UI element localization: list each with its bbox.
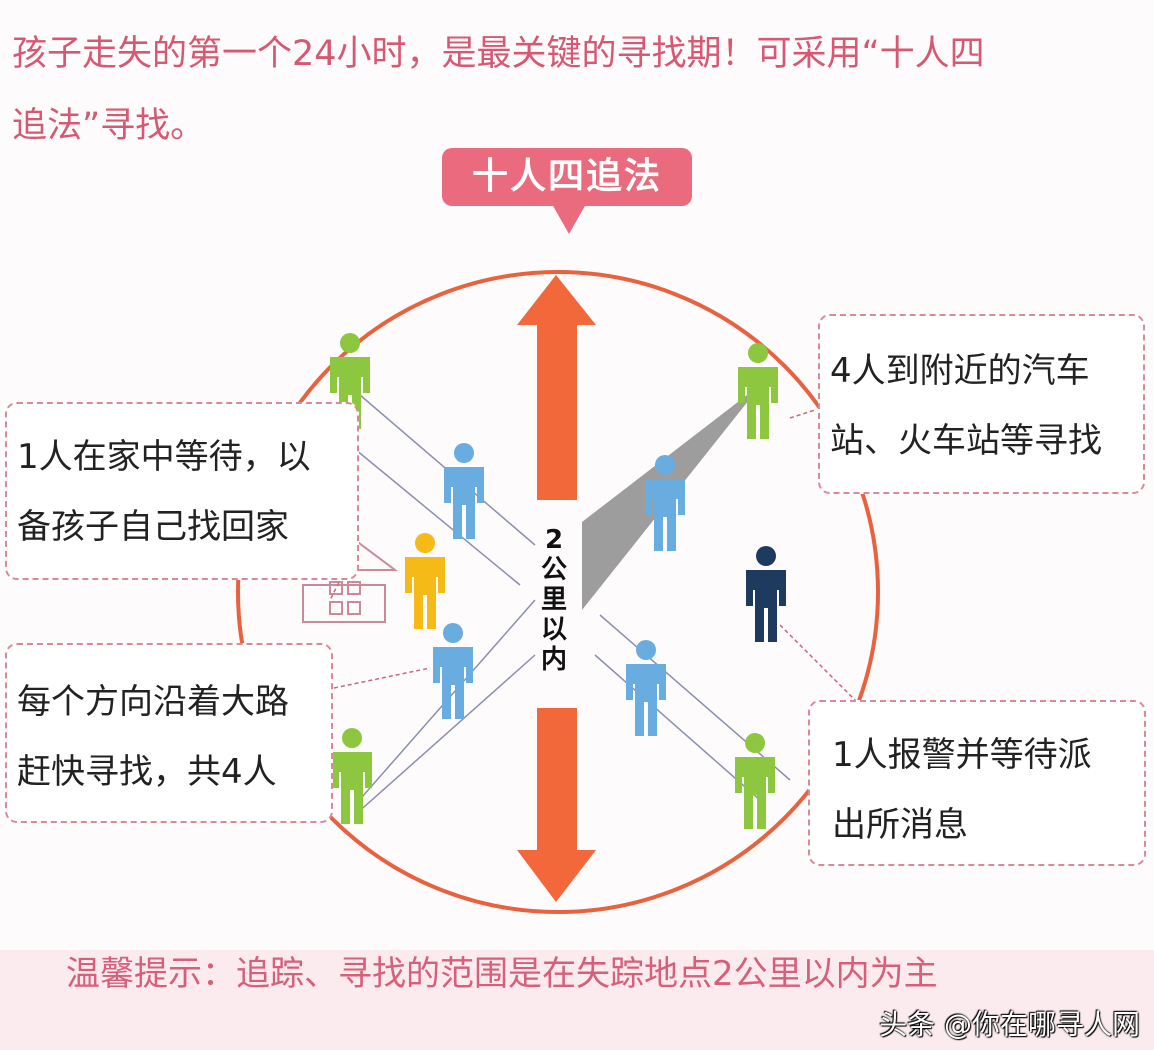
person-blue-lower-right xyxy=(626,640,666,736)
callout-police: 1人报警并等待派 出所消息 xyxy=(808,700,1146,866)
house-icon xyxy=(302,539,398,623)
callout-text: 赶快寻找，共4人 xyxy=(17,752,277,792)
callout-text: 1人报警并等待派 xyxy=(832,735,1092,775)
person-blue-upper-left xyxy=(444,443,484,539)
range-label-char: 公 xyxy=(540,555,567,585)
callout-stations: 4人到附近的汽车 站、火车站等寻找 xyxy=(818,314,1145,494)
tip-text: 温馨提示：追踪、寻找的范围是在失踪地点2公里以内为主 xyxy=(66,954,938,994)
title-line-1: 孩子走失的第一个24小时，是最关键的寻找期！可采用“十人四 xyxy=(12,34,985,74)
person-green-bottom-left xyxy=(332,728,372,824)
range-label-char: 2 xyxy=(544,525,564,555)
callout-home: 1人在家中等待，以 备孩子自己找回家 xyxy=(5,402,359,580)
person-blue-lower-left xyxy=(433,623,473,719)
callout-text: 出所消息 xyxy=(832,805,968,845)
arrow-up-icon xyxy=(517,275,596,500)
banner-pointer xyxy=(552,204,586,234)
arrow-down-icon xyxy=(517,708,596,902)
callout-text: 每个方向沿着大路 xyxy=(17,682,289,722)
range-circle xyxy=(236,270,880,914)
person-navy-police xyxy=(746,546,786,642)
range-label: 2 公 里 以 内 xyxy=(537,525,571,675)
title-line-2: 追法”寻找。 xyxy=(12,106,206,146)
method-banner: 十人四追法 xyxy=(442,148,692,206)
person-green-bottom-right xyxy=(735,733,775,829)
callout-roads: 每个方向沿着大路 赶快寻找，共4人 xyxy=(5,643,333,823)
person-green-top-right xyxy=(738,343,778,439)
tip-band xyxy=(0,950,1154,1050)
page-title: 孩子走失的第一个24小时，是最关键的寻找期！可采用“十人四 追法”寻找。 xyxy=(12,18,1152,162)
range-label-char: 内 xyxy=(540,645,567,675)
watermark: 头条 @你在哪寻人网 xyxy=(879,1008,1140,1041)
callout-text: 1人在家中等待，以 xyxy=(17,437,311,477)
callout-text: 4人到附近的汽车 xyxy=(830,351,1090,391)
callout-text: 站、火车站等寻找 xyxy=(830,421,1102,461)
range-label-char: 以 xyxy=(540,615,567,645)
person-yellow-home xyxy=(405,533,445,629)
range-label-char: 里 xyxy=(540,585,567,615)
callout-text: 备孩子自己找回家 xyxy=(17,507,289,547)
